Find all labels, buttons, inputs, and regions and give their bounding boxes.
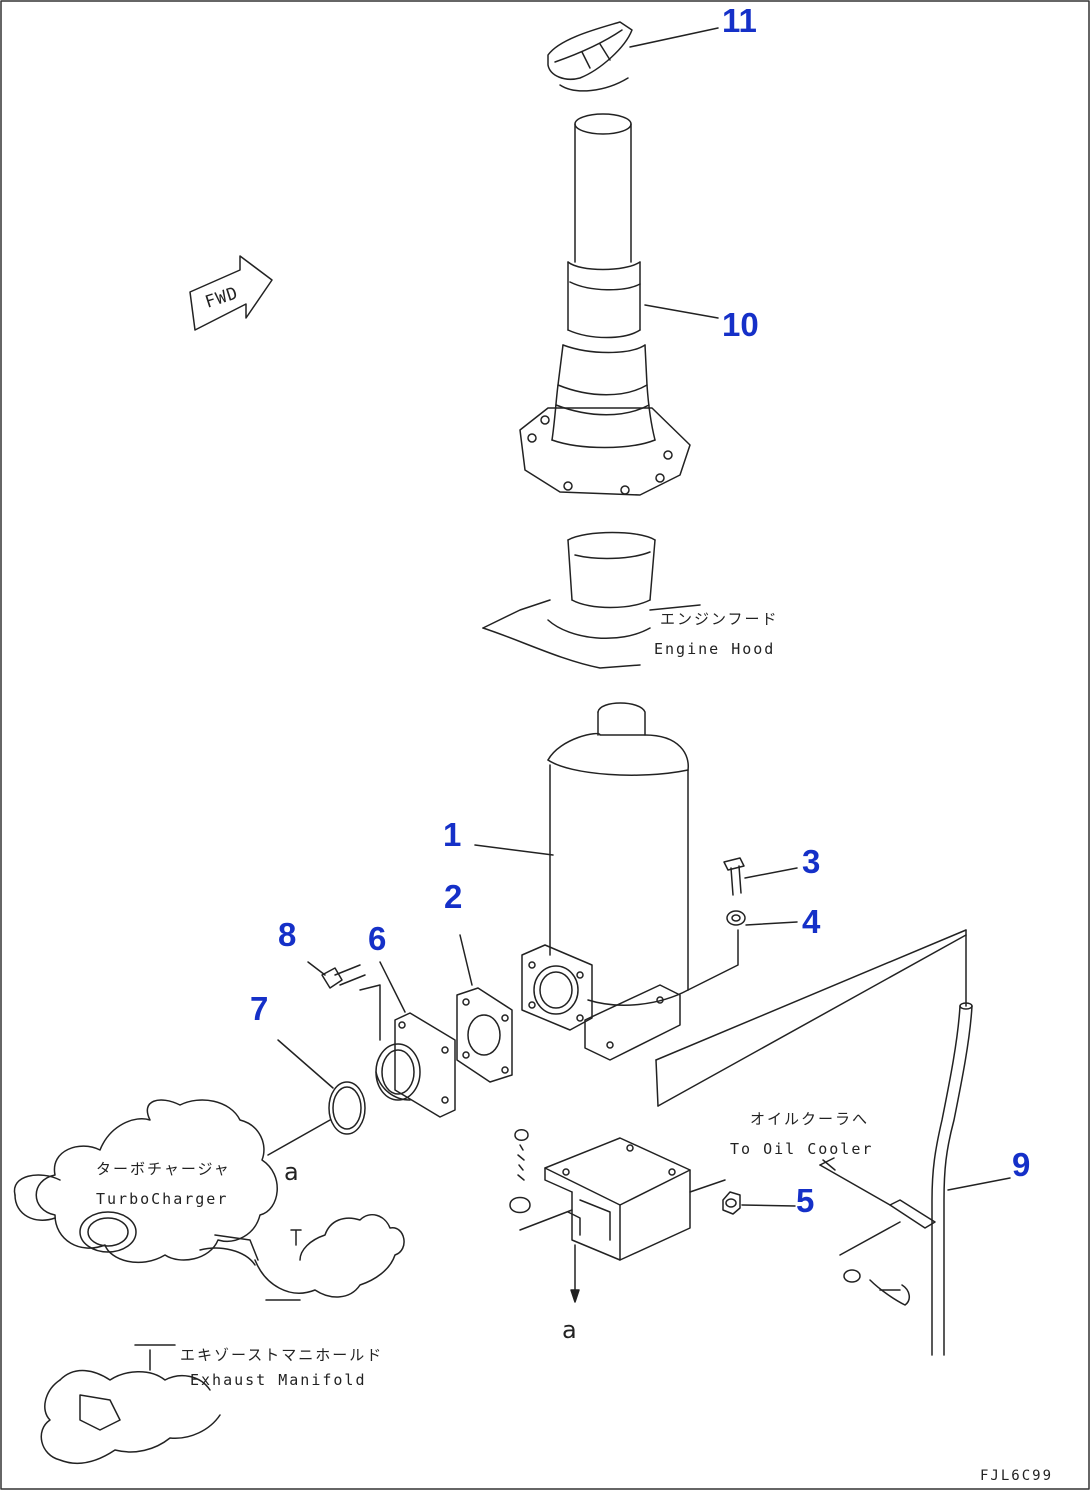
part-number-6: 6 <box>368 920 387 957</box>
turbocharger-drawing <box>13 1099 278 1266</box>
turbocharger-label-jp: ターボチャージャ <box>96 1160 231 1178</box>
exhaust-pipe-drawing <box>551 113 719 449</box>
washer-4-drawing <box>687 910 798 991</box>
ref-letter-a-bracket: a <box>562 1316 577 1344</box>
muffler-inlet-flange-drawing <box>521 944 681 1061</box>
turbocharger-label-en: TurboCharger <box>96 1190 229 1208</box>
bracket-drawing <box>509 1129 796 1303</box>
part-number-10: 10 <box>722 306 759 343</box>
rain-cap-drawing <box>547 21 719 92</box>
part-number-5: 5 <box>796 1182 815 1219</box>
part-number-2: 2 <box>444 878 463 915</box>
engine-hood-label-jp: エンジンフード <box>660 610 779 628</box>
bolt-8-drawing <box>307 961 366 989</box>
engine-hood-label-en: Engine Hood <box>654 640 776 658</box>
figure-code: FJL6C99 <box>980 1468 1054 1484</box>
gasket-drawing <box>456 934 513 1083</box>
fwd-arrow-outline <box>189 255 273 331</box>
oil-cooler-label-jp: オイルクーラへ <box>750 1110 870 1128</box>
oil-cooler-label-en: To Oil Cooler <box>730 1140 874 1158</box>
drain-tube-drawing <box>655 929 1011 1356</box>
part-number-1: 1 <box>443 816 462 853</box>
muffler-drawing <box>474 702 689 1006</box>
ref-letter-a-turbo: a <box>284 1158 299 1186</box>
exhaust-manifold-drawing <box>40 1213 405 1464</box>
part-number-4: 4 <box>802 903 821 940</box>
part-number-11: 11 <box>722 2 757 39</box>
stack-flange-drawing <box>519 407 691 496</box>
clamp-drawing <box>267 1039 366 1156</box>
flange-adapter-drawing <box>359 961 456 1118</box>
engine-hood-collar-drawing <box>482 531 701 669</box>
bolt-3-drawing <box>723 857 798 896</box>
part-number-9: 9 <box>1012 1146 1031 1183</box>
exhaust-manifold-label-jp: エキゾーストマニホールド <box>180 1346 384 1364</box>
part-number-3: 3 <box>802 843 821 880</box>
part-number-8: 8 <box>278 916 297 953</box>
part-number-7: 7 <box>250 990 269 1027</box>
exhaust-manifold-label-en: Exhaust Manifold <box>190 1371 367 1389</box>
